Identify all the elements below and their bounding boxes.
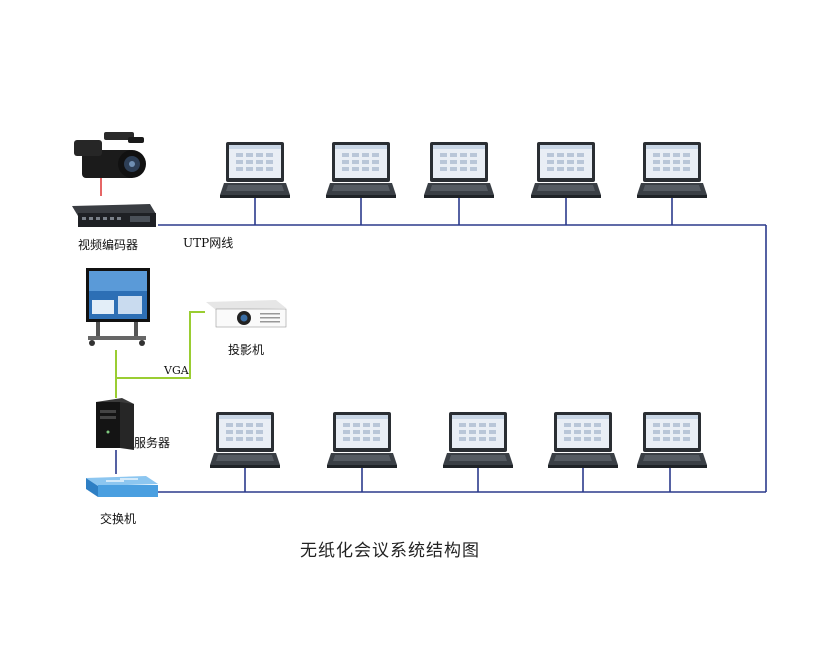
laptop-icon xyxy=(548,412,618,468)
laptop-icon xyxy=(327,412,397,468)
video-camera-icon xyxy=(74,132,146,196)
vga-cable xyxy=(115,311,205,379)
server-tower-icon xyxy=(96,398,134,450)
diagram-title: 无纸化会议系统结构图 xyxy=(300,541,480,561)
laptop-icon xyxy=(210,412,280,468)
encoder-label: 视频编码器 xyxy=(78,238,139,252)
interactive-whiteboard-icon xyxy=(86,268,150,346)
projector-icon xyxy=(206,300,287,328)
vga-label: VGA xyxy=(164,364,189,377)
projector-label: 投影机 xyxy=(228,343,265,357)
laptop-icon xyxy=(637,412,707,468)
laptop-icon xyxy=(424,142,494,198)
encoder-box-icon xyxy=(72,204,156,227)
network-switch-icon xyxy=(86,476,158,497)
server-label: 服务器 xyxy=(134,436,171,450)
switch-label: 交换机 xyxy=(100,512,137,526)
utp-cable-label: UTP网线 xyxy=(183,236,234,250)
laptop-icon xyxy=(326,142,396,198)
laptop-icon xyxy=(637,142,707,198)
network-cabling xyxy=(115,198,767,493)
laptop-icon xyxy=(220,142,290,198)
laptop-icon xyxy=(443,412,513,468)
laptop-icon xyxy=(531,142,601,198)
